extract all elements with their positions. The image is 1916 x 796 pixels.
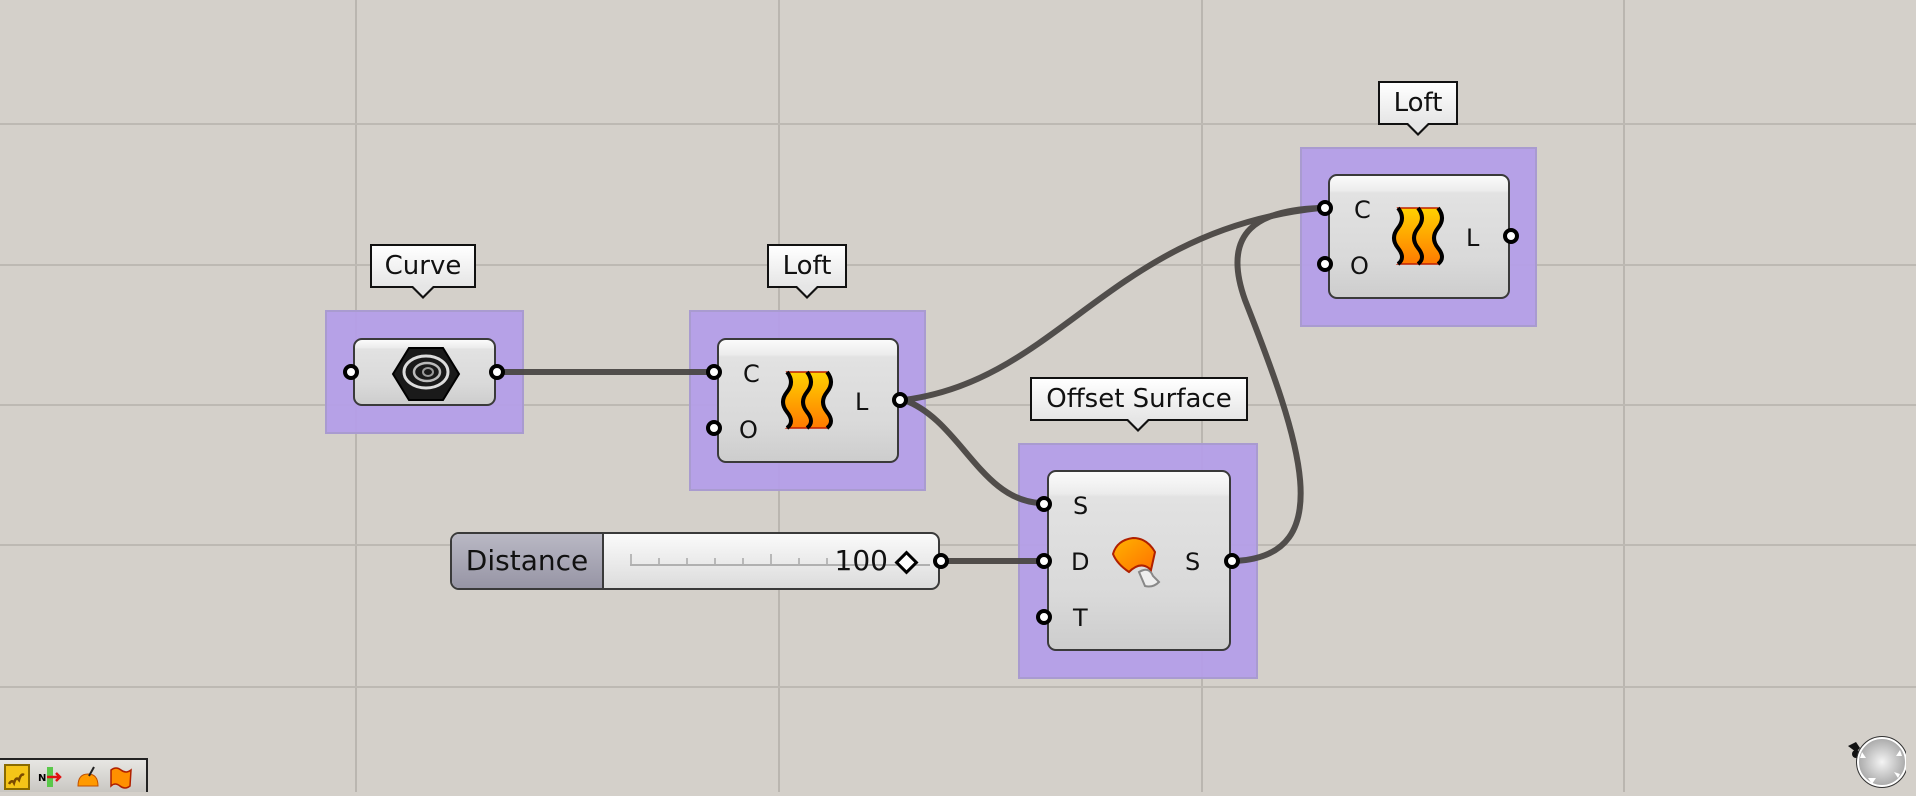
offset-input-t-label: T: [1073, 604, 1088, 632]
loft1-output-l-label: L: [855, 388, 869, 416]
offset-output-s-port[interactable]: [1224, 553, 1240, 569]
wire-loft1-to-loft2: [901, 205, 1323, 403]
loft-icon: [781, 370, 833, 430]
bake-tool-button[interactable]: [74, 764, 100, 790]
offset-input-s-port[interactable]: [1036, 496, 1052, 512]
loft2-input-c-port[interactable]: [1317, 200, 1333, 216]
loft2-input-o-label: O: [1350, 252, 1369, 280]
sketch-icon: [7, 773, 25, 787]
bake-icon: [77, 766, 99, 787]
tag-pointer: [1128, 419, 1148, 429]
loft2-component[interactable]: C O L: [1328, 174, 1510, 299]
curve-param-icon: [391, 347, 461, 401]
loft2-input-o-port[interactable]: [1317, 256, 1333, 272]
grid-line: [0, 123, 1916, 125]
offset-input-t-port[interactable]: [1036, 609, 1052, 625]
offset-surface-tag: Offset Surface: [1030, 377, 1248, 421]
tag-pointer: [413, 286, 433, 296]
curve-output-port[interactable]: [489, 364, 505, 380]
loft2-output-l-label: L: [1466, 224, 1480, 252]
svg-text:N: N: [38, 773, 46, 784]
offset-surface-component[interactable]: S D T S: [1047, 470, 1231, 651]
offset-surface-icon: [1111, 536, 1161, 588]
sketch-tool-button[interactable]: [4, 764, 30, 790]
navigation-ball-icon: [1848, 736, 1908, 788]
offset-input-d-label: D: [1071, 548, 1090, 576]
navigation-ball[interactable]: [1846, 732, 1908, 792]
grid-line: [0, 264, 1916, 266]
slider-grip-icon[interactable]: [894, 550, 919, 575]
normal-arrow-icon: N: [38, 767, 62, 787]
loft2-tag: Loft: [1378, 81, 1458, 125]
curve-component[interactable]: [353, 338, 496, 406]
curve-tag: Curve: [370, 244, 476, 288]
grid-line: [0, 544, 1916, 546]
normal-tool-button[interactable]: N: [38, 764, 64, 790]
offset-surface-tag-label: Offset Surface: [1046, 384, 1232, 414]
grid-line: [0, 404, 1916, 406]
loft2-input-c-label: C: [1354, 196, 1371, 224]
loft1-input-o-label: O: [739, 416, 758, 444]
curve-input-port[interactable]: [343, 364, 359, 380]
loft1-component[interactable]: C O L: [717, 338, 899, 463]
slider-output-port[interactable]: [933, 553, 949, 569]
loft1-output-l-port[interactable]: [892, 392, 908, 408]
curve-tag-label: Curve: [384, 251, 462, 281]
slider-value: 100: [834, 544, 888, 577]
loft2-tag-label: Loft: [1393, 88, 1443, 118]
loft1-input-c-label: C: [743, 360, 760, 388]
loft1-tag-label: Loft: [782, 251, 832, 281]
offset-input-s-label: S: [1073, 492, 1089, 520]
grid-line: [1623, 0, 1625, 792]
tag-pointer: [1408, 123, 1428, 133]
surface-flag-icon: [110, 767, 132, 789]
loft1-input-c-port[interactable]: [706, 364, 722, 380]
canvas-toolbar: N: [0, 758, 148, 792]
slider-name-label: Distance: [452, 534, 604, 588]
slider-track[interactable]: [630, 554, 930, 566]
offset-input-d-port[interactable]: [1036, 553, 1052, 569]
tag-pointer: [797, 286, 817, 296]
loft-icon: [1392, 206, 1444, 266]
surface-tool-button[interactable]: [108, 764, 134, 790]
loft2-output-l-port[interactable]: [1503, 228, 1519, 244]
offset-output-s-label: S: [1185, 548, 1201, 576]
loft1-tag: Loft: [767, 244, 847, 288]
grid-line: [0, 686, 1916, 688]
loft1-input-o-port[interactable]: [706, 420, 722, 436]
distance-slider[interactable]: Distance 100: [450, 532, 940, 590]
